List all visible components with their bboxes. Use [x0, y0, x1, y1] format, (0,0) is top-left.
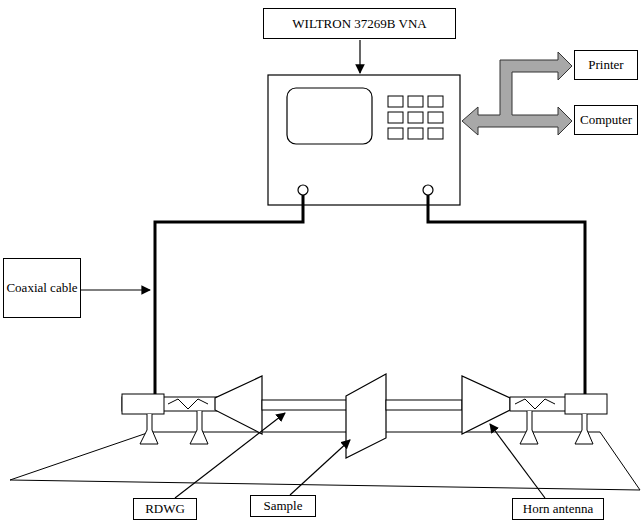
- stand-leg: [520, 411, 538, 444]
- data-link-arrow: [462, 52, 572, 135]
- bench-table: [10, 432, 640, 490]
- key: [428, 112, 443, 123]
- waveguide: [262, 400, 348, 410]
- stand-leg: [140, 414, 158, 444]
- leader-arrow: [78, 289, 150, 290]
- coaxial-cable: [428, 195, 585, 396]
- leader-arrow: [490, 424, 545, 498]
- transition-section: [168, 399, 208, 409]
- box-label: Coaxial cable: [6, 280, 77, 296]
- key: [388, 128, 403, 139]
- analyzer-keypad: [388, 96, 443, 139]
- instrument-label: WILTRON 37269B VNA: [263, 8, 456, 39]
- horn-antenna: [462, 376, 510, 434]
- callout-box: Sample: [250, 495, 316, 517]
- waveguide: [386, 400, 462, 410]
- adapter-block: [565, 394, 607, 414]
- key: [428, 128, 443, 139]
- callout-box: RDWG: [133, 498, 197, 520]
- transition-section: [515, 399, 555, 409]
- leader-arrow: [290, 440, 350, 495]
- adapter-block: [122, 394, 164, 414]
- box-label: Computer: [580, 112, 632, 128]
- key: [388, 112, 403, 123]
- key: [408, 112, 423, 123]
- pointer-arrow: [359, 40, 360, 73]
- leader-arrow: [175, 413, 285, 498]
- analyzer-body: [268, 75, 460, 205]
- computer-box: Computer: [574, 105, 638, 135]
- key: [408, 128, 423, 139]
- box-label: RDWG: [145, 501, 185, 517]
- stand-leg: [575, 414, 593, 444]
- port-connector: [423, 185, 433, 195]
- callout-box: Coaxial cable: [3, 258, 81, 318]
- callout-box: Horn antenna: [512, 498, 604, 520]
- key: [388, 96, 403, 107]
- coaxial-cable: [155, 195, 303, 396]
- analyzer-screen: [287, 88, 372, 144]
- printer-box: Printer: [574, 50, 638, 80]
- box-label: WILTRON 37269B VNA: [292, 16, 426, 32]
- port-connector: [298, 185, 308, 195]
- stand-leg: [190, 411, 208, 444]
- key: [428, 96, 443, 107]
- box-label: Printer: [588, 57, 623, 73]
- sample-plate: [346, 374, 386, 458]
- box-label: Horn antenna: [523, 501, 593, 517]
- box-label: Sample: [264, 498, 303, 514]
- horn-antenna: [215, 376, 262, 434]
- key: [408, 96, 423, 107]
